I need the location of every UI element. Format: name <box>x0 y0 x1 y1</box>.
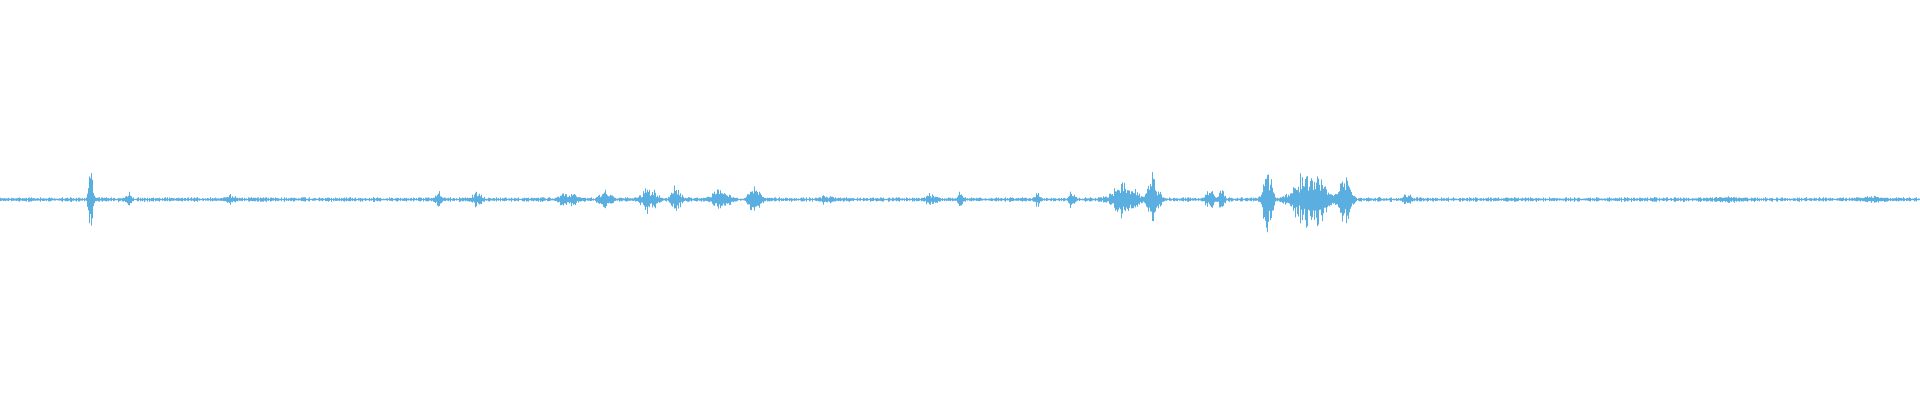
waveform-samples <box>0 172 1920 233</box>
